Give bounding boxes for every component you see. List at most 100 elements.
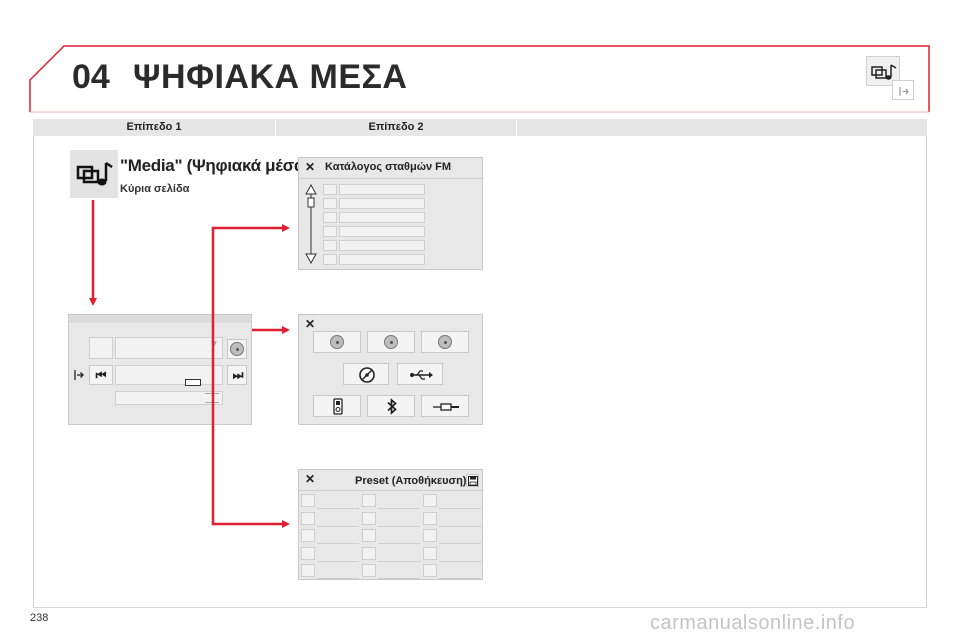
preset-slot-index[interactable] <box>301 546 315 560</box>
close-icon[interactable]: ✕ <box>305 160 316 174</box>
list-item-index[interactable] <box>323 212 337 223</box>
list-item[interactable] <box>339 240 425 251</box>
scrollbar[interactable] <box>305 183 317 265</box>
media-header-icon <box>866 56 900 86</box>
cd-icon <box>359 367 375 383</box>
aux-button[interactable] <box>421 395 469 417</box>
preset-slot[interactable] <box>378 508 420 509</box>
preset-slot-index[interactable] <box>423 546 437 560</box>
fm-list-title: Κατάλογος σταθμών FM <box>325 161 452 173</box>
next-icon: ⏭ <box>232 368 244 382</box>
list-item-index[interactable] <box>323 254 337 265</box>
preset-slot[interactable] <box>317 508 359 509</box>
preset-slot-index[interactable] <box>362 546 376 560</box>
close-icon[interactable]: ✕ <box>305 472 316 486</box>
list-item[interactable] <box>339 212 425 223</box>
level-bar: Επίπεδο 1 Επίπεδο 2 <box>33 119 927 136</box>
preset-slot[interactable] <box>378 560 420 562</box>
list-field[interactable] <box>115 391 223 405</box>
cd-icon <box>438 335 452 349</box>
preset-panel: ✕ Preset (Αποθήκευση) <box>298 469 483 580</box>
preset-slot-index[interactable] <box>301 511 315 525</box>
progress-marker <box>185 379 201 386</box>
list-item-index[interactable] <box>323 184 337 195</box>
preset-slot[interactable] <box>317 578 359 579</box>
preset-slot-index[interactable] <box>362 529 376 542</box>
preset-slot[interactable] <box>378 578 420 579</box>
preset-slot-index[interactable] <box>423 494 437 507</box>
preset-slot-index[interactable] <box>301 494 315 507</box>
content-frame <box>33 136 927 608</box>
preset-slot[interactable] <box>439 543 481 544</box>
preset-slot-index[interactable] <box>301 529 315 542</box>
title-underline <box>299 178 482 179</box>
list-item-index[interactable] <box>323 226 337 237</box>
aux-icon <box>433 403 459 411</box>
cd-icon <box>384 335 398 349</box>
preset-slot[interactable] <box>317 525 359 527</box>
source-icon[interactable] <box>73 368 85 387</box>
page-title: ΨΗΦΙΑΚΑ ΜΕΣΑ <box>133 58 408 96</box>
cd-changer-button-3[interactable] <box>421 331 469 353</box>
list-item[interactable] <box>339 254 425 265</box>
list-item[interactable] <box>339 184 425 195</box>
media-main-screen: ▼ ⏮ ⏭ <box>68 314 252 425</box>
cd-source-button[interactable] <box>343 363 389 385</box>
preset-slot-index[interactable] <box>423 564 437 577</box>
usb-icon <box>410 370 433 380</box>
level-2-label: Επίπεδο 2 <box>368 121 424 133</box>
list-item[interactable] <box>339 198 425 209</box>
save-icon <box>468 476 478 486</box>
submenu-icon <box>892 80 914 100</box>
cd-icon <box>230 342 244 356</box>
cd-changer-button-1[interactable] <box>313 331 361 353</box>
close-icon[interactable]: ✕ <box>305 317 316 331</box>
ipod-button[interactable] <box>313 395 361 417</box>
ipod-icon <box>333 398 343 415</box>
track-info-field[interactable] <box>115 337 223 359</box>
preset-slot-index[interactable] <box>423 511 437 525</box>
media-title: "Media" (Ψηφιακά μέσα) <box>120 156 310 175</box>
preset-slot[interactable] <box>439 508 481 509</box>
usb-button[interactable] <box>397 363 443 385</box>
cd-button[interactable] <box>227 339 247 359</box>
save-button[interactable] <box>466 474 479 487</box>
next-button[interactable]: ⏭ <box>227 365 247 385</box>
arrow-to-preset <box>211 346 290 528</box>
bluetooth-button[interactable] <box>367 395 415 417</box>
level-separator <box>275 119 276 136</box>
preset-slot-index[interactable] <box>362 494 376 507</box>
preset-slot-index[interactable] <box>423 529 437 542</box>
cd-icon <box>330 335 344 349</box>
list-item[interactable] <box>339 226 425 237</box>
preset-slot-index[interactable] <box>301 564 315 577</box>
previous-icon: ⏮ <box>95 368 107 382</box>
track-art-box <box>89 337 113 359</box>
previous-button[interactable]: ⏮ <box>89 365 113 385</box>
fm-station-list-panel: ✕ Κατάλογος σταθμών FM <box>298 157 483 270</box>
title-underline <box>299 490 482 491</box>
list-item-index[interactable] <box>323 198 337 209</box>
level-1-label: Επίπεδο 1 <box>126 121 182 133</box>
preset-slot[interactable] <box>317 543 359 544</box>
preset-slot[interactable] <box>439 560 481 562</box>
preset-grid <box>299 491 482 579</box>
preset-slot[interactable] <box>317 560 359 562</box>
level-separator <box>516 119 517 136</box>
media-subtitle: Κύρια σελίδα <box>120 183 190 195</box>
preset-slot[interactable] <box>378 525 420 527</box>
preset-slot-index[interactable] <box>362 564 376 577</box>
preset-slot[interactable] <box>439 578 481 579</box>
page-number: 238 <box>30 612 49 624</box>
preset-slot[interactable] <box>378 543 420 544</box>
chapter-number: 04 <box>72 58 110 96</box>
media-sources-panel: ✕ <box>298 314 483 425</box>
list-item-index[interactable] <box>323 240 337 251</box>
cd-changer-button-2[interactable] <box>367 331 415 353</box>
preset-slot[interactable] <box>439 525 481 527</box>
preset-slot-index[interactable] <box>362 511 376 525</box>
preset-title: Preset (Αποθήκευση) <box>355 475 467 487</box>
watermark: carmanualsonline.info <box>650 612 856 634</box>
